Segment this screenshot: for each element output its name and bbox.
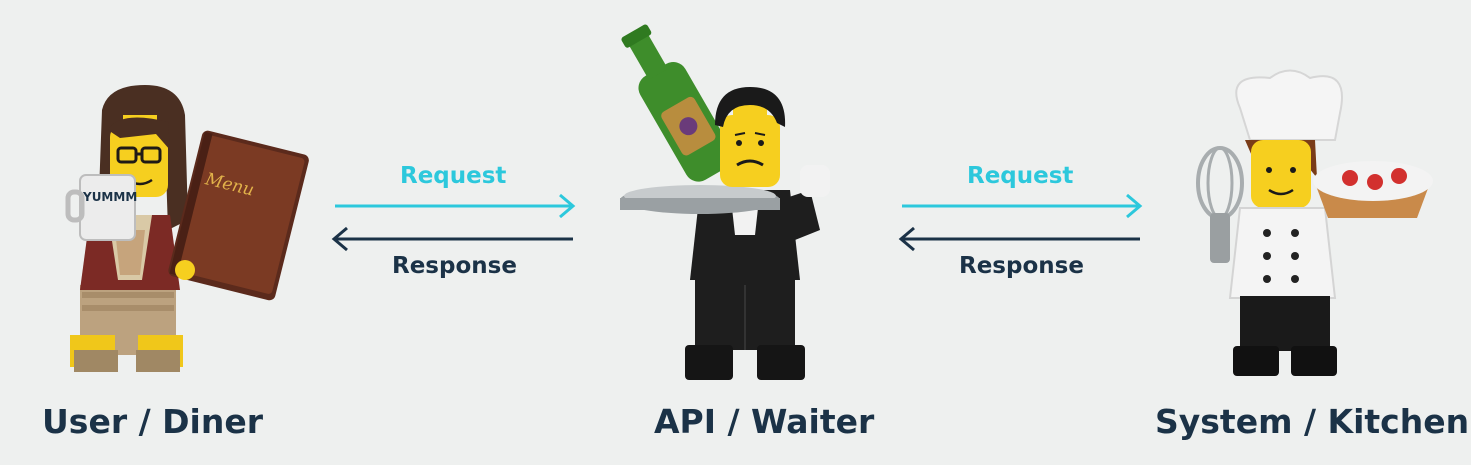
- request-label-left: Request: [400, 163, 507, 189]
- mug-label: YUMMM: [83, 190, 138, 204]
- diner-caption: User / Diner: [42, 402, 263, 441]
- response-arrow-left: [331, 226, 573, 252]
- chef-minifigure: [1196, 69, 1433, 376]
- response-arrow-right: [898, 226, 1140, 252]
- waiter-minifigure: [620, 24, 830, 380]
- response-label-left: Response: [392, 253, 517, 279]
- waiter-caption: API / Waiter: [654, 402, 875, 441]
- diner-minifigure: [65, 85, 309, 372]
- response-label-right: Response: [959, 253, 1084, 279]
- request-arrow-left: [335, 193, 576, 219]
- kitchen-caption: System / Kitchen: [1155, 402, 1470, 441]
- request-label-right: Request: [967, 163, 1074, 189]
- request-arrow-right: [902, 193, 1143, 219]
